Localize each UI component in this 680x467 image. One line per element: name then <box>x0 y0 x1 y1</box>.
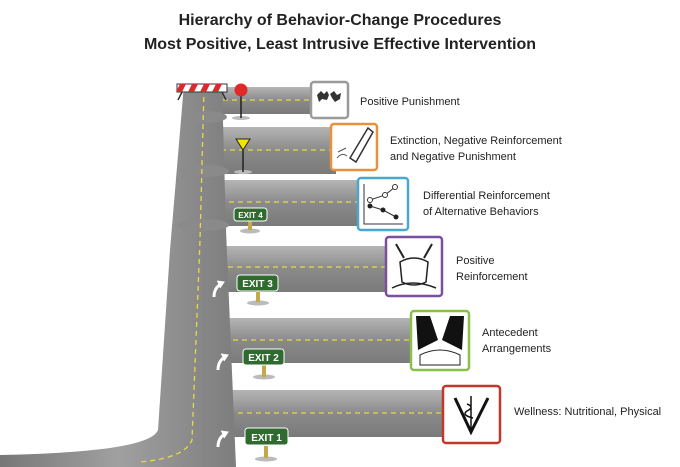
chaos-scribble-icon <box>317 91 341 102</box>
main-road <box>0 84 236 467</box>
svg-text:EXIT 1: EXIT 1 <box>251 433 282 444</box>
road-barrier-icon <box>176 83 228 101</box>
exit-sign-1: EXIT 1 <box>244 427 289 462</box>
label-differential-line-1: Differential Reinforcement <box>423 190 550 202</box>
set-the-stage-icon <box>416 316 464 350</box>
label-antecedent-line-1: Antecedent <box>482 327 538 339</box>
label-extinction-line-1: Extinction, Negative Reinforcement <box>390 135 562 147</box>
stop-sign-icon <box>232 83 250 120</box>
veterinary-caduceus-icon <box>453 397 490 436</box>
svg-text:EXIT 3: EXIT 3 <box>242 279 273 290</box>
yield-sign-icon <box>234 138 252 174</box>
icon-box-wellness <box>441 384 502 445</box>
eraser-pencil-icon <box>348 126 374 164</box>
svg-text:EXIT 4: EXIT 4 <box>238 211 263 220</box>
svg-text:EXIT 2: EXIT 2 <box>248 353 279 364</box>
label-positive-punishment: Positive Punishment <box>360 96 460 108</box>
icon-box-positive-reinforcement <box>384 235 444 298</box>
icon-box-extinction <box>329 122 379 172</box>
label-positive-reinforcement-line-2: Reinforcement <box>456 271 528 283</box>
title-line-2: Most Positive, Least Intrusive Effective… <box>143 36 537 53</box>
branch-labels: Positive Punishment Extinction, Negative… <box>360 96 661 418</box>
label-positive-reinforcement-line-1: Positive <box>456 255 495 267</box>
icon-box-positive-punishment <box>309 80 350 120</box>
branch-road-2 <box>208 127 336 174</box>
exit-sign-3: EXIT 3 <box>236 274 279 306</box>
label-extinction-line-2: and Negative Punishment <box>390 151 516 163</box>
label-antecedent-line-2: Arrangements <box>482 343 552 355</box>
line-graph-icon <box>363 184 403 225</box>
icon-box-differential-reinforcement <box>356 176 410 232</box>
label-differential-line-2: of Alternative Behaviors <box>423 206 539 218</box>
exit-sign-4: EXIT 4 <box>233 207 268 234</box>
gift-bag-icon <box>391 257 437 289</box>
icon-box-antecedent <box>409 309 471 372</box>
title-line-1: Hierarchy of Behavior-Change Procedures <box>178 12 502 29</box>
turn-arrows <box>212 280 229 448</box>
label-wellness: Wellness: Nutritional, Physical <box>514 406 661 418</box>
exit-sign-2: EXIT 2 <box>242 348 285 380</box>
